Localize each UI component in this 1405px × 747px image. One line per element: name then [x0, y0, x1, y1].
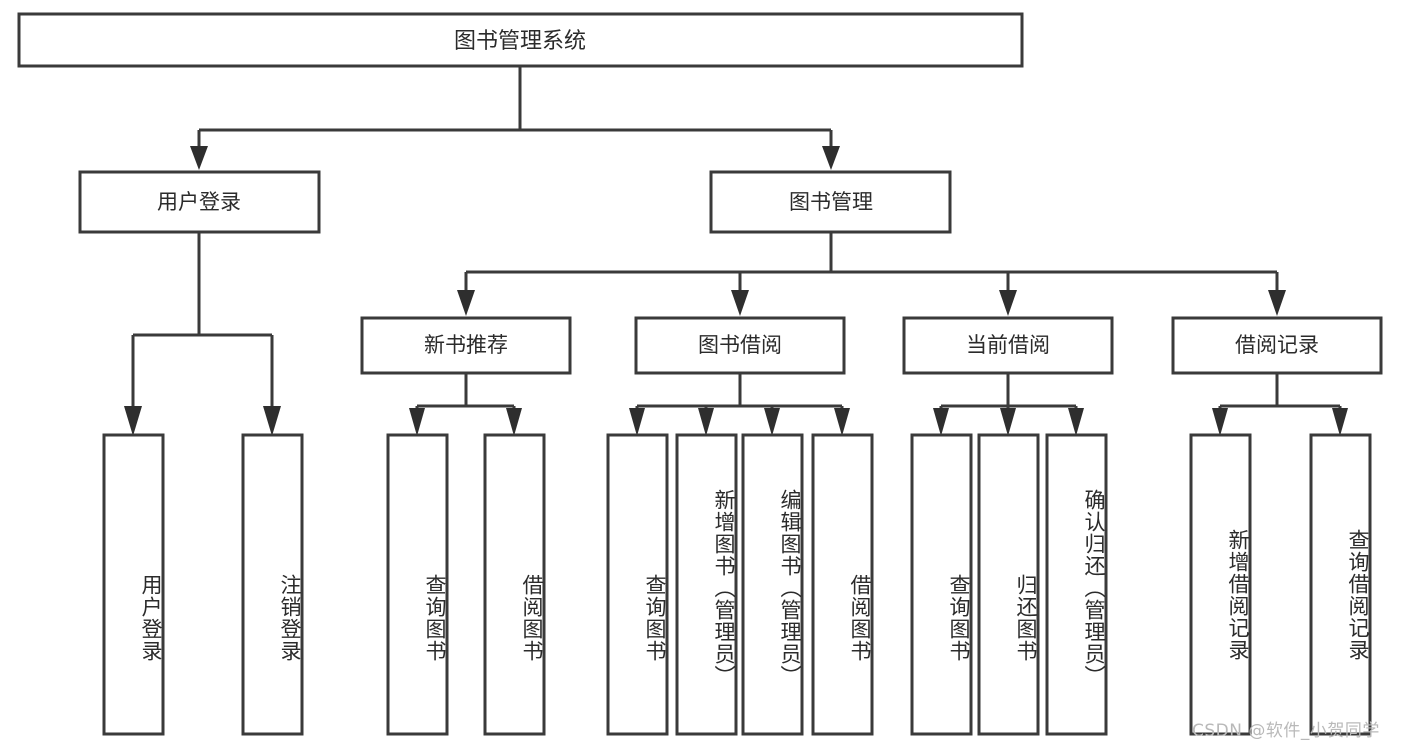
arrow-head-leaf-add-book	[698, 408, 714, 436]
node-book-borrow-box	[634, 316, 846, 375]
node-current-borrow-box	[902, 316, 1114, 375]
connector-book-manage-to-level2	[457, 232, 1286, 316]
leaf-box-borrow-book-1[interactable]	[483, 433, 546, 736]
node-book-manage[interactable]: 图书管理	[709, 170, 952, 234]
connector-borrow-record-to-leaves	[1212, 373, 1348, 436]
leaf-box-query-record[interactable]	[1309, 433, 1372, 736]
leaf-box-add-record[interactable]	[1189, 433, 1252, 736]
arrow-head-leaf-add-record	[1212, 408, 1228, 436]
node-borrow-record-label: 借阅记录	[1235, 333, 1319, 357]
arrow-head-new-book-rec	[457, 290, 475, 316]
arrow-head-leaf-query-book-2	[629, 408, 645, 436]
arrow-head-leaf-query-record	[1332, 408, 1348, 436]
leaf-box-borrow-book-2[interactable]	[811, 433, 874, 736]
leaf-box-user-login[interactable]	[102, 433, 165, 736]
arrow-head-leaf-borrow-book-1	[506, 408, 522, 436]
arrow-head-leaf-query-book-3	[933, 408, 949, 436]
node-book-manage-box	[709, 170, 952, 234]
leaf-box-query-book-2[interactable]	[606, 433, 669, 736]
arrow-head-leaf-query-book-1	[409, 408, 425, 436]
arrow-head-leaf-return-book	[1000, 408, 1016, 436]
arrow-head-user-login	[190, 146, 208, 170]
node-root-box	[17, 12, 1024, 68]
arrow-head-borrow-record	[1268, 290, 1286, 316]
leaf-box-confirm-return[interactable]	[1045, 433, 1108, 736]
connector-user-login-to-leaves	[124, 232, 281, 436]
arrow-head-leaf-edit-book	[764, 408, 780, 436]
arrow-head-leaf-confirm-return	[1068, 408, 1084, 436]
node-new-book-rec[interactable]: 新书推荐	[360, 316, 572, 375]
node-root[interactable]: 图书管理系统	[17, 12, 1024, 68]
connector-book-borrow-to-leaves	[629, 373, 850, 436]
leaf-box-query-book-1[interactable]	[386, 433, 449, 736]
node-book-borrow[interactable]: 图书借阅	[634, 316, 846, 375]
node-borrow-record-box	[1171, 316, 1383, 375]
node-new-book-rec-box	[360, 316, 572, 375]
arrow-head-leaf-borrow-book-2	[834, 408, 850, 436]
node-user-login[interactable]: 用户登录	[78, 170, 321, 234]
leaf-box-return-book[interactable]	[977, 433, 1040, 736]
node-book-manage-label: 图书管理	[789, 190, 873, 214]
connector-new-book-rec-to-leaves	[409, 373, 522, 436]
leaf-box-logout-login[interactable]	[241, 433, 304, 736]
arrow-head-current-borrow	[999, 290, 1017, 316]
arrow-head-book-manage	[822, 146, 840, 170]
leaf-box-query-book-3[interactable]	[910, 433, 973, 736]
arrow-head-leaf-logout-login	[263, 406, 281, 436]
arrow-head-leaf-user-login	[124, 406, 142, 436]
leaf-box-add-book[interactable]	[675, 433, 738, 736]
node-book-borrow-label: 图书借阅	[698, 333, 782, 357]
node-borrow-record[interactable]: 借阅记录	[1171, 316, 1383, 375]
node-root-label: 图书管理系统	[454, 29, 586, 54]
node-new-book-rec-label: 新书推荐	[424, 333, 508, 357]
connector-root-to-level1	[190, 66, 840, 170]
node-current-borrow-label: 当前借阅	[966, 333, 1050, 357]
node-current-borrow[interactable]: 当前借阅	[902, 316, 1114, 375]
leaf-box-edit-book[interactable]	[741, 433, 804, 736]
connector-current-borrow-to-leaves	[933, 373, 1084, 436]
csdn-watermark: CSDN @软件_小贺同学	[1192, 721, 1380, 741]
arrow-head-book-borrow	[731, 290, 749, 316]
node-user-login-label: 用户登录	[157, 190, 241, 214]
